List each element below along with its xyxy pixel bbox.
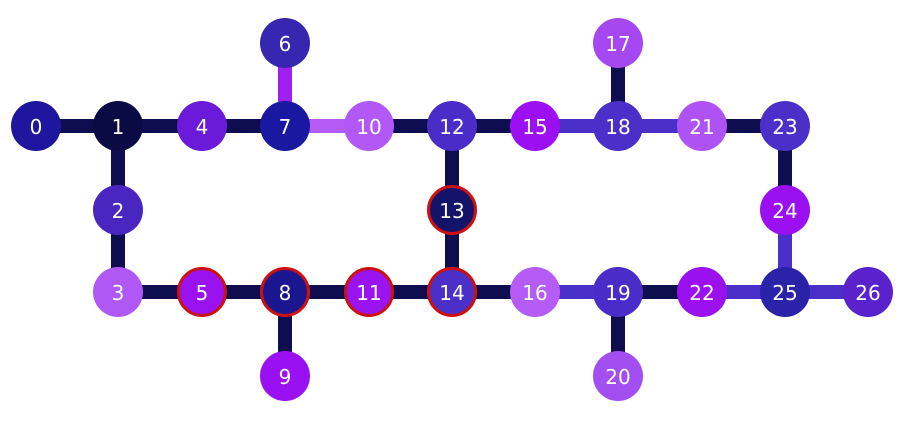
node-22: 22 <box>677 267 727 317</box>
node-circle <box>93 101 143 151</box>
node-circle <box>843 267 893 317</box>
node-label: 19 <box>605 281 630 305</box>
node-label: 17 <box>605 32 630 56</box>
node-circle <box>510 267 560 317</box>
node-5: 5 <box>177 267 227 317</box>
node-label: 15 <box>522 115 547 139</box>
node-24: 24 <box>760 185 810 235</box>
node-circle <box>427 101 477 151</box>
node-16: 16 <box>510 267 560 317</box>
node-2: 2 <box>93 185 143 235</box>
node-circle <box>760 185 810 235</box>
node-circle <box>760 267 810 317</box>
node-10: 10 <box>344 101 394 151</box>
node-label: 26 <box>855 281 880 305</box>
node-label: 20 <box>605 365 630 389</box>
node-circle <box>11 101 61 151</box>
node-label: 7 <box>279 115 292 139</box>
node-circle <box>427 267 477 317</box>
node-circle <box>427 185 477 235</box>
node-label: 14 <box>439 281 464 305</box>
node-circle <box>677 101 727 151</box>
node-label: 16 <box>522 281 547 305</box>
node-26: 26 <box>843 267 893 317</box>
node-label: 1 <box>112 115 125 139</box>
node-circle <box>344 101 394 151</box>
node-label: 23 <box>772 115 797 139</box>
node-circle <box>93 267 143 317</box>
node-6: 6 <box>260 18 310 68</box>
node-20: 20 <box>593 351 643 401</box>
node-label: 21 <box>689 115 714 139</box>
node-21: 21 <box>677 101 727 151</box>
node-label: 13 <box>439 199 464 223</box>
node-circle <box>177 101 227 151</box>
node-label: 4 <box>196 115 209 139</box>
node-label: 9 <box>279 365 292 389</box>
node-label: 25 <box>772 281 797 305</box>
node-15: 15 <box>510 101 560 151</box>
node-circle <box>177 267 227 317</box>
node-label: 18 <box>605 115 630 139</box>
node-7: 7 <box>260 101 310 151</box>
node-circle <box>593 267 643 317</box>
node-14: 14 <box>427 267 477 317</box>
node-label: 10 <box>356 115 381 139</box>
node-label: 12 <box>439 115 464 139</box>
node-17: 17 <box>593 18 643 68</box>
node-19: 19 <box>593 267 643 317</box>
node-label: 2 <box>112 199 125 223</box>
node-label: 0 <box>30 115 43 139</box>
node-18: 18 <box>593 101 643 151</box>
node-circle <box>760 101 810 151</box>
node-label: 24 <box>772 199 797 223</box>
node-circle <box>677 267 727 317</box>
node-circle <box>593 101 643 151</box>
node-12: 12 <box>427 101 477 151</box>
node-circle <box>510 101 560 151</box>
node-25: 25 <box>760 267 810 317</box>
node-0: 0 <box>11 101 61 151</box>
node-label: 8 <box>279 281 292 305</box>
node-label: 6 <box>279 32 292 56</box>
node-circle <box>260 351 310 401</box>
node-label: 22 <box>689 281 714 305</box>
node-1: 1 <box>93 101 143 151</box>
node-circle <box>344 267 394 317</box>
node-13: 13 <box>427 185 477 235</box>
node-circle <box>93 185 143 235</box>
node-8: 8 <box>260 267 310 317</box>
node-label: 11 <box>356 281 381 305</box>
node-23: 23 <box>760 101 810 151</box>
node-circle <box>260 101 310 151</box>
node-circle <box>260 18 310 68</box>
node-4: 4 <box>177 101 227 151</box>
node-circle <box>593 18 643 68</box>
node-3: 3 <box>93 267 143 317</box>
node-label: 5 <box>196 281 209 305</box>
node-label: 3 <box>112 281 125 305</box>
node-11: 11 <box>344 267 394 317</box>
node-9: 9 <box>260 351 310 401</box>
node-circle <box>593 351 643 401</box>
node-circle <box>260 267 310 317</box>
